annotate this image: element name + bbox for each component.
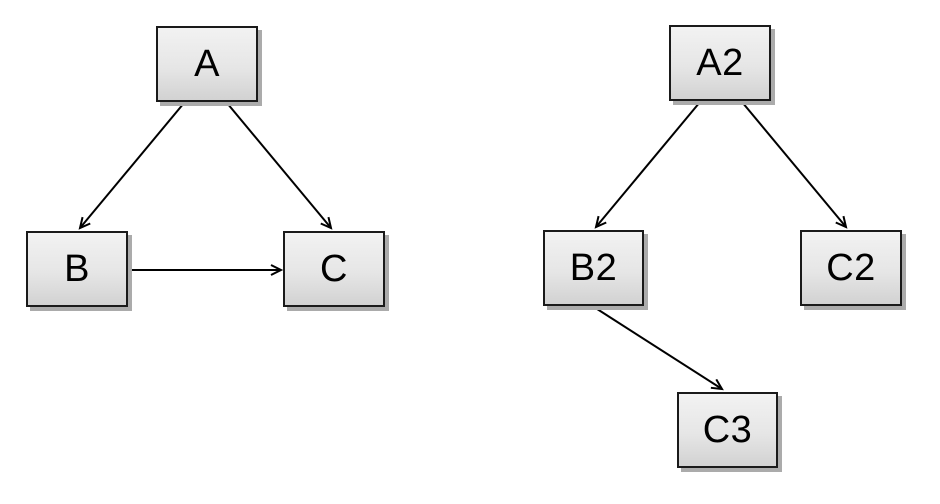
- edge-A2-B2[interactable]: [594, 101, 701, 229]
- node-label: C3: [702, 409, 753, 451]
- node-label: A2: [696, 42, 744, 84]
- edge-A-C[interactable]: [226, 102, 333, 230]
- node-B[interactable]: B: [26, 231, 128, 307]
- node-B2[interactable]: B2: [543, 230, 644, 306]
- node-A[interactable]: A: [156, 26, 258, 102]
- edges-group: [78, 101, 848, 391]
- edge-A2-C2[interactable]: [741, 101, 848, 229]
- edge-B2-C3[interactable]: [593, 306, 724, 391]
- edge-A-B[interactable]: [78, 102, 185, 230]
- node-label: A: [194, 43, 220, 85]
- node-C3[interactable]: C3: [677, 392, 778, 468]
- node-C2[interactable]: C2: [800, 230, 902, 306]
- node-A2[interactable]: A2: [669, 25, 771, 101]
- node-label: B: [64, 248, 90, 290]
- node-C[interactable]: C: [283, 231, 385, 307]
- node-label: C: [320, 248, 348, 290]
- node-label: C2: [826, 247, 876, 289]
- node-label: B2: [569, 247, 618, 289]
